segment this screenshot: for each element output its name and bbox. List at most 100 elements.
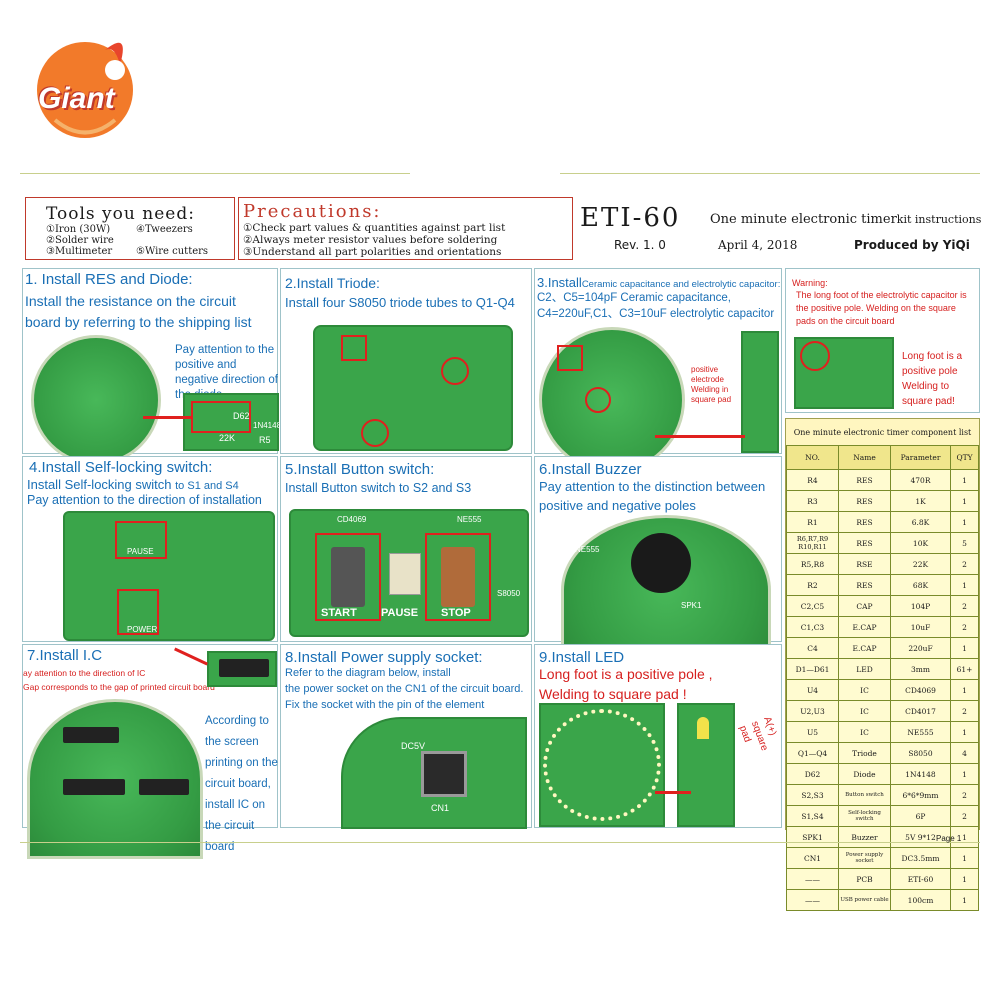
highlight-circle bbox=[585, 387, 611, 413]
table-cell: R6,R7,R9 R10,R11 bbox=[786, 532, 839, 554]
date: April 4, 2018 bbox=[718, 238, 798, 252]
table-cell: LED bbox=[838, 658, 891, 680]
tools-item: ⑤Wire cutters bbox=[136, 246, 209, 257]
table-cell: 1 bbox=[950, 889, 979, 911]
table-cell: NE555 bbox=[890, 721, 951, 743]
table-cell: 10K bbox=[890, 532, 951, 554]
product-subtitle: One minute electronic timerkit instructi… bbox=[710, 212, 981, 227]
highlight-circle bbox=[361, 419, 389, 447]
table-cell: 104P bbox=[890, 595, 951, 617]
table-cell: Buzzer bbox=[838, 826, 891, 848]
highlight-box bbox=[425, 533, 491, 621]
table-cell: U2,U3 bbox=[786, 700, 839, 722]
step-8-panel: 8.Install Power supply socket: Refer to … bbox=[280, 644, 532, 829]
table-cell: 6P bbox=[890, 805, 951, 827]
ic-chip bbox=[63, 727, 119, 743]
table-cell: 10uF bbox=[890, 616, 951, 638]
step-4-line: Install Self-locking switch to S1 and S4 bbox=[27, 477, 239, 494]
step-4-panel: 4.Install Self-locking switch: Install S… bbox=[22, 456, 278, 642]
table-cell: RES bbox=[838, 532, 891, 554]
button-switch bbox=[331, 547, 365, 607]
table-cell: 61+ bbox=[950, 658, 979, 680]
step-4-line-small: to S1 and S4 bbox=[175, 480, 239, 492]
table-cell: 3mm bbox=[890, 658, 951, 680]
step-3-panel: 3.InstallCeramic capacitance and electro… bbox=[534, 268, 782, 473]
led-note: A(+) square pad bbox=[736, 715, 779, 753]
power-socket bbox=[421, 751, 467, 797]
table-cell: Diode bbox=[838, 763, 891, 785]
warning-note: Long foot is a positive pole Welding to … bbox=[902, 351, 963, 407]
step-8-line: the power socket on the CN1 of the circu… bbox=[285, 683, 524, 695]
table-cell: 100cm bbox=[890, 889, 951, 911]
step-2-text: Install four S8050 triode tubes to Q1-Q4 bbox=[285, 295, 515, 310]
pcb-image bbox=[63, 511, 275, 641]
tools-item: ①Iron (30W) bbox=[46, 224, 111, 235]
highlight-box bbox=[191, 401, 251, 433]
highlight-box bbox=[341, 335, 367, 361]
table-cell: 1N4148 bbox=[890, 763, 951, 785]
step-5-text: Install Button switch to S2 and S3 bbox=[285, 481, 472, 495]
step-3-title: 3.InstallCeramic capacitance and electro… bbox=[537, 275, 780, 292]
step-2-panel: 2.Install Triode: Install four S8050 tri… bbox=[280, 268, 532, 454]
table-cell: R4 bbox=[786, 469, 839, 491]
table-cell: C4 bbox=[786, 637, 839, 659]
step-7-line: Gap corresponds to the gap of printed ci… bbox=[23, 682, 215, 692]
arrow-icon bbox=[655, 435, 745, 438]
pcb-label: CD4069 bbox=[337, 515, 367, 524]
pcb-label: POWER bbox=[127, 625, 158, 634]
table-cell: 1 bbox=[950, 847, 979, 869]
warning-text: The long foot of the electrolytic capaci… bbox=[796, 290, 967, 326]
table-cell: CD4017 bbox=[890, 700, 951, 722]
table-cell: SPK1 bbox=[786, 826, 839, 848]
table-cell: 1 bbox=[950, 511, 979, 533]
tools-item: ③Multimeter bbox=[46, 246, 113, 257]
ic-chip bbox=[63, 779, 125, 795]
table-cell: 5 bbox=[950, 532, 979, 554]
pcb-image bbox=[313, 325, 513, 451]
pcb-label: SPK1 bbox=[681, 601, 702, 610]
highlight-circle bbox=[800, 341, 830, 371]
table-cell: Button switch bbox=[838, 784, 891, 806]
logo-text: Giant bbox=[38, 82, 115, 115]
subtitle-main: One minute electronic timer bbox=[710, 212, 897, 227]
step-8-title: 8.Install Power supply socket: bbox=[285, 649, 483, 666]
table-cell: IC bbox=[838, 700, 891, 722]
table-cell: 2 bbox=[950, 553, 979, 575]
step-9-line: Long foot is a positive pole , bbox=[539, 666, 713, 682]
table-cell: RES bbox=[838, 511, 891, 533]
step-6-title: 6.Install Buzzer bbox=[539, 461, 642, 478]
table-cell: R1 bbox=[786, 511, 839, 533]
button-switch bbox=[441, 547, 475, 607]
table-cell: 1 bbox=[950, 721, 979, 743]
table-cell: RES bbox=[838, 469, 891, 491]
table-cell: CN1 bbox=[786, 847, 839, 869]
header-cell: Name bbox=[838, 445, 891, 470]
step-6-text: Pay attention to the distinction between… bbox=[539, 479, 766, 513]
table-cell: S1,S4 bbox=[786, 805, 839, 827]
pcb-label: CN1 bbox=[431, 803, 450, 813]
table-cell: DC3.5mm bbox=[890, 847, 951, 869]
ic-chip bbox=[139, 779, 189, 795]
cap-closeup bbox=[741, 331, 779, 453]
step-1-title: 1. Install RES and Diode: bbox=[25, 271, 193, 288]
step-3-line: C4=220uF,C1、C3=10uF electrolytic capacit… bbox=[537, 308, 775, 320]
table-cell: S8050 bbox=[890, 742, 951, 764]
table-cell: 2 bbox=[950, 616, 979, 638]
table-cell: R3 bbox=[786, 490, 839, 512]
buzzer-icon bbox=[631, 533, 691, 593]
step-4-title: 4.Install Self-locking switch: bbox=[29, 459, 213, 476]
highlight-circle bbox=[441, 357, 469, 385]
led-icon bbox=[697, 717, 709, 739]
table-cell: 1 bbox=[950, 868, 979, 890]
table-cell: 1 bbox=[950, 574, 979, 596]
producer: Produced by YiQi bbox=[854, 238, 970, 252]
table-cell: RES bbox=[838, 490, 891, 512]
pause-switch bbox=[389, 553, 421, 595]
